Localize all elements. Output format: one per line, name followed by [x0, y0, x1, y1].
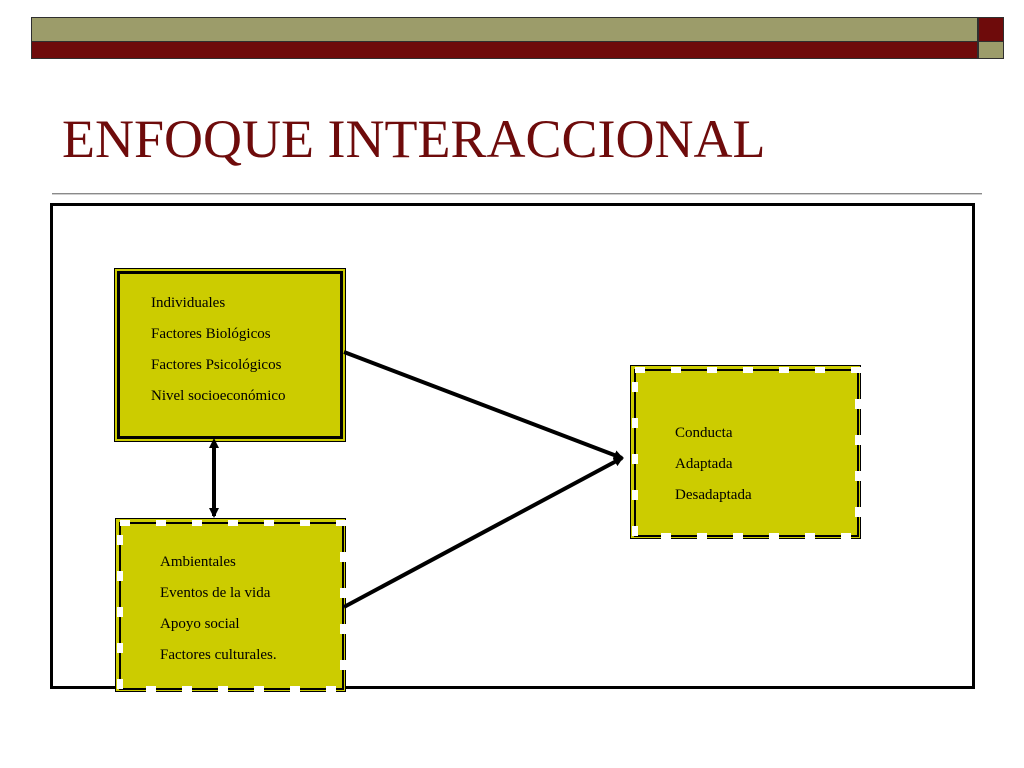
conducta-line: Conducta [675, 425, 733, 441]
ambientales-line: Factores culturales. [160, 647, 277, 663]
conducta-line: Desadaptada [675, 487, 752, 503]
banner-olive-band [31, 17, 978, 42]
ambientales-box: Ambientales Eventos de la vida Apoyo soc… [115, 518, 346, 692]
conducta-dashed-border [632, 367, 861, 539]
conducta-box: Conducta Adaptada Desadaptada [630, 365, 861, 539]
banner-red-square [978, 17, 1004, 42]
individuales-line: Factores Biológicos [151, 326, 271, 342]
ambientales-line: Eventos de la vida [160, 585, 271, 601]
individuales-line: Factores Psicológicos [151, 357, 282, 373]
individuales-box: Individuales Factores Biológicos Factore… [114, 268, 346, 442]
individuales-line: Individuales [151, 295, 226, 311]
ambientales-dashed-border [117, 520, 346, 692]
banner-red-band [31, 42, 978, 59]
conducta-line: Adaptada [675, 456, 733, 472]
banner-olive-square [978, 42, 1004, 59]
slide-title: ENFOQUE INTERACCIONAL [62, 109, 766, 169]
title-divider [52, 193, 982, 195]
ambientales-line: Apoyo social [160, 616, 240, 632]
decorative-banner [0, 0, 1024, 64]
individuales-line: Nivel socioeconómico [151, 388, 286, 404]
ambientales-line: Ambientales [160, 554, 236, 570]
